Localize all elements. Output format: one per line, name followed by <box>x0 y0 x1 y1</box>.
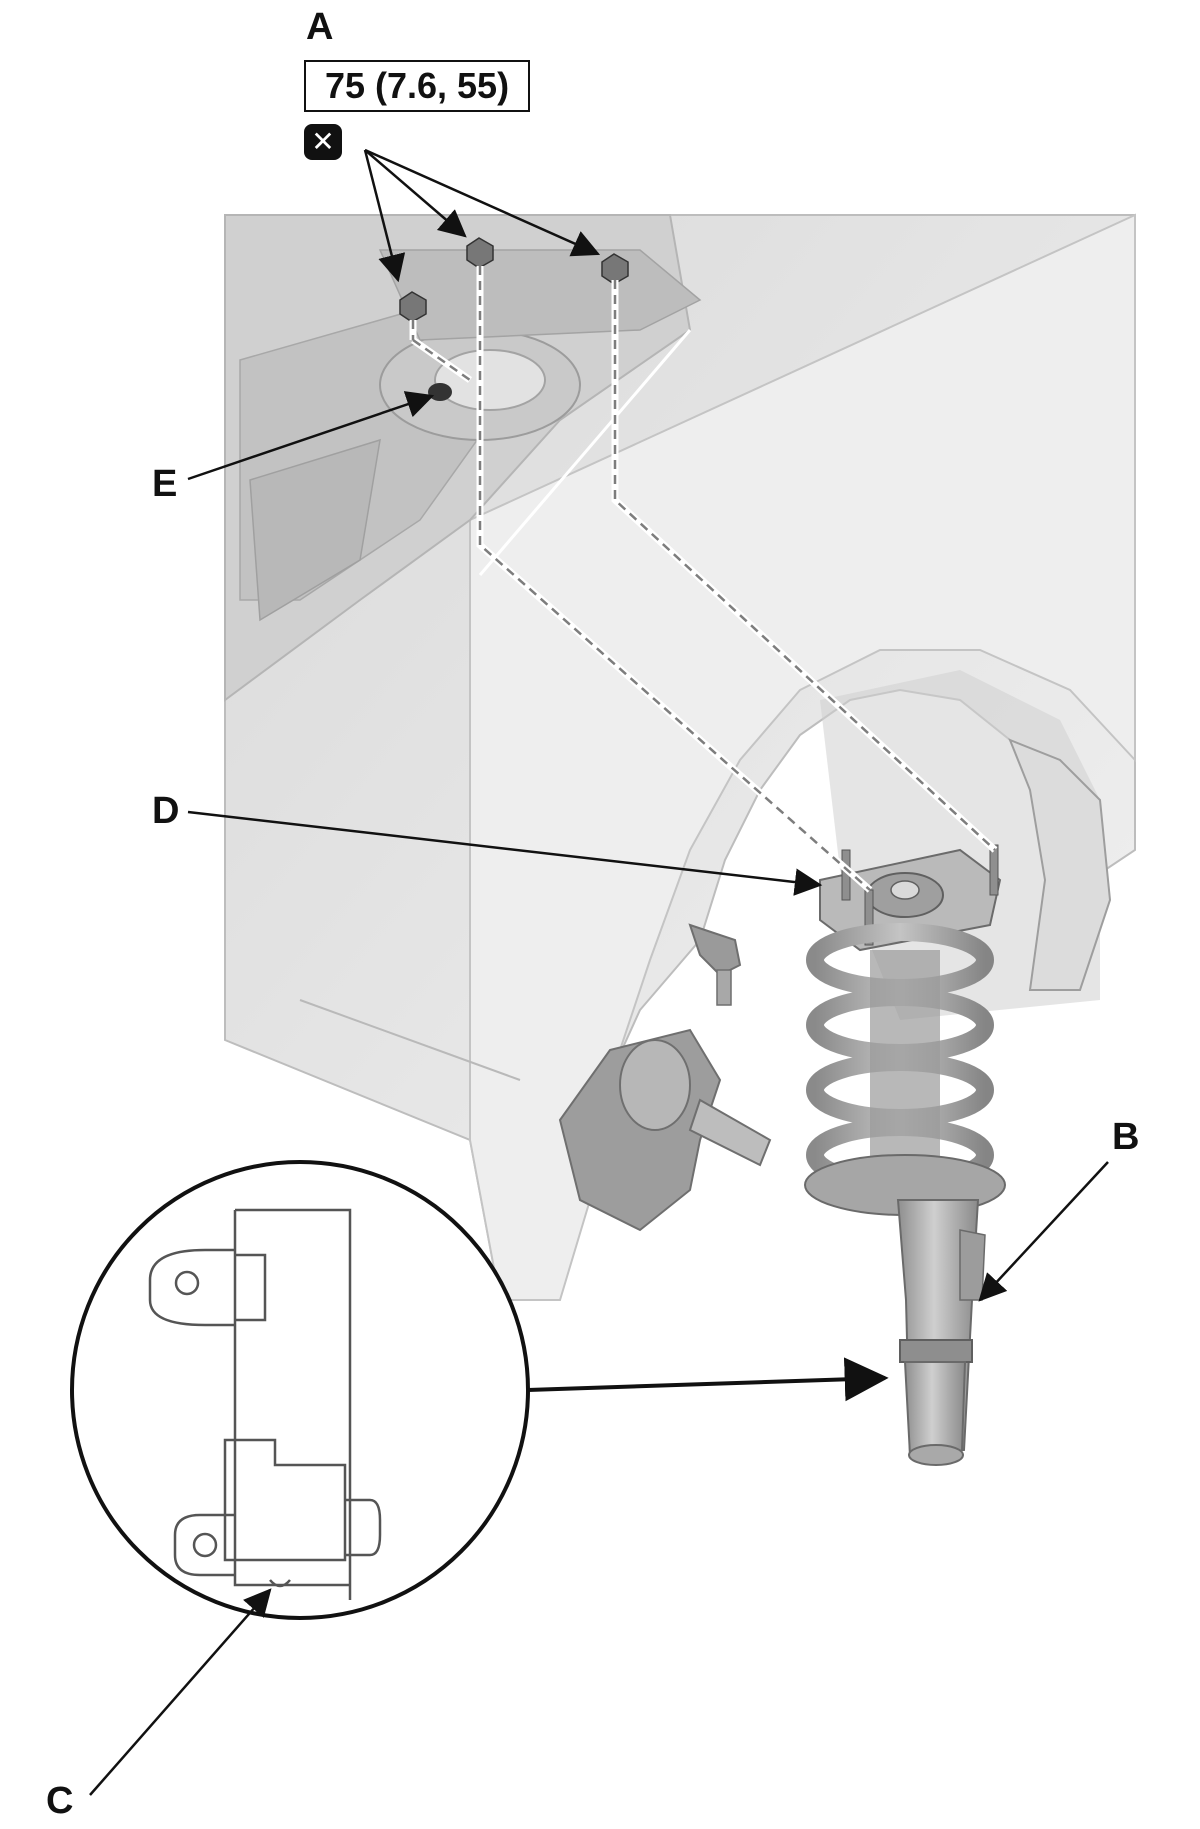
replace-part-symbol: ✕ <box>311 125 335 158</box>
strut-assembly <box>804 844 1006 1466</box>
steering-knuckle <box>558 923 772 1232</box>
callout-label-e: E <box>152 463 178 505</box>
torque-specification: 75 (7.6, 55) <box>304 60 530 112</box>
callout-label-a: A <box>306 6 334 48</box>
replace-part-icon: ✕ <box>304 124 342 160</box>
upper-mount-nuts <box>399 237 629 401</box>
callout-label-c: C <box>46 1780 74 1822</box>
leader-lines <box>89 148 1109 1796</box>
alignment-guide-lines <box>409 266 998 893</box>
detail-view-circle <box>70 1160 530 1620</box>
callout-label-d: D <box>152 790 180 832</box>
callout-label-b: B <box>1112 1116 1140 1158</box>
